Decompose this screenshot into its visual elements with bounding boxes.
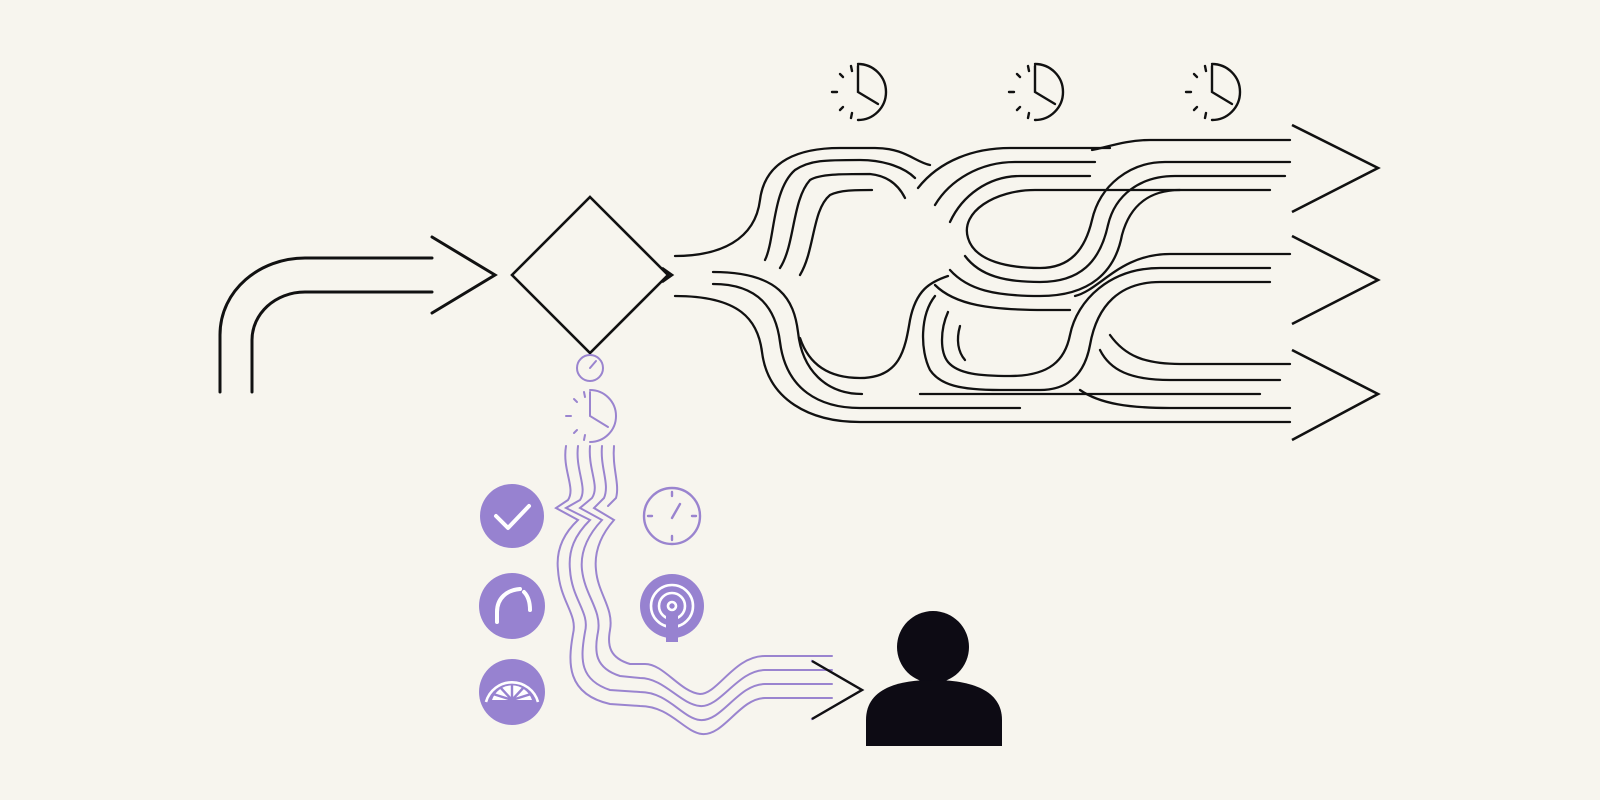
clock-icon bbox=[576, 354, 604, 382]
lane-line bbox=[956, 324, 967, 362]
lane-line bbox=[933, 160, 1097, 207]
lane-line bbox=[933, 283, 1072, 312]
clock-icon bbox=[1210, 62, 1242, 122]
stopwatch-ticks bbox=[646, 490, 698, 542]
lane-line bbox=[798, 188, 874, 277]
signal-icon bbox=[640, 574, 704, 642]
small-clock bbox=[576, 354, 604, 382]
timers bbox=[830, 62, 1242, 122]
lane-line bbox=[673, 146, 932, 258]
signal-cut bbox=[666, 616, 678, 642]
lane-line bbox=[1098, 348, 1282, 382]
clock-hand bbox=[1210, 64, 1234, 106]
arc-glyph bbox=[495, 587, 522, 624]
clock-icon bbox=[856, 62, 888, 122]
lane-line bbox=[963, 174, 1287, 284]
lane-line bbox=[948, 174, 1092, 224]
entry-arrow-head bbox=[430, 235, 498, 315]
output-arrow-3 bbox=[1291, 348, 1381, 442]
output-arrows bbox=[1291, 123, 1381, 442]
person-head bbox=[897, 611, 969, 683]
stopwatch-hand bbox=[670, 502, 682, 520]
output-arrow-2 bbox=[1291, 234, 1381, 326]
stopwatch-icon bbox=[642, 486, 702, 546]
status-icons bbox=[479, 484, 704, 725]
clock-hand bbox=[589, 391, 609, 428]
lane-line bbox=[916, 146, 1112, 190]
clock-ticks bbox=[830, 64, 854, 120]
braided-lanes bbox=[673, 138, 1292, 424]
person-body bbox=[866, 680, 1002, 746]
lane-line bbox=[1073, 252, 1292, 298]
entry-arrow-outer-line bbox=[218, 256, 434, 394]
branch-line bbox=[554, 445, 833, 736]
lane-line bbox=[711, 270, 864, 396]
check-mark bbox=[494, 504, 531, 530]
gauge-spokes bbox=[492, 679, 532, 702]
branch-line bbox=[607, 445, 619, 507]
lane-line bbox=[921, 280, 1272, 392]
branch-line bbox=[578, 445, 833, 708]
clock-hand bbox=[856, 64, 880, 106]
clock-icon bbox=[589, 389, 617, 443]
clock-hand bbox=[1033, 64, 1057, 106]
lane-line bbox=[965, 160, 1292, 270]
decision-diamond bbox=[510, 195, 675, 355]
timer-3 bbox=[1184, 62, 1242, 122]
branch-arrow-head-dark bbox=[811, 659, 865, 721]
stopwatch-ring bbox=[642, 486, 702, 546]
lane-line bbox=[1090, 138, 1292, 152]
signal-dot bbox=[666, 600, 678, 612]
person-icon bbox=[866, 611, 1002, 746]
entry-arrow-inner-line bbox=[250, 290, 434, 394]
check-icon bbox=[480, 484, 544, 548]
branch-line bbox=[592, 445, 833, 696]
lane-line bbox=[1108, 333, 1292, 366]
lane-line bbox=[763, 158, 917, 262]
branch-arrow-head-outline bbox=[811, 659, 865, 721]
signal-icon-bg bbox=[640, 574, 704, 638]
large-clock bbox=[565, 389, 617, 443]
gauge-outer bbox=[484, 681, 540, 703]
clock-ticks bbox=[565, 391, 586, 441]
lane-line bbox=[673, 294, 1292, 424]
diamond-exit-arrow bbox=[661, 266, 675, 284]
branch-line bbox=[563, 445, 833, 722]
entry-arrow bbox=[218, 235, 498, 394]
clock-ticks bbox=[1007, 64, 1031, 120]
side-branch-clocks bbox=[565, 354, 617, 443]
arc-icon-bg bbox=[479, 573, 545, 639]
gauge-icon bbox=[479, 659, 545, 725]
check-icon-bg bbox=[480, 484, 544, 548]
lane-line bbox=[711, 282, 1022, 410]
timer-2 bbox=[1007, 62, 1065, 122]
timer-1 bbox=[830, 62, 888, 122]
lane-line bbox=[798, 274, 950, 380]
diamond-shape bbox=[510, 195, 670, 355]
clock-hand bbox=[589, 360, 597, 369]
arc-icon bbox=[479, 573, 545, 639]
lane-line bbox=[940, 266, 1272, 378]
clock-icon bbox=[1033, 62, 1065, 122]
lane-line bbox=[778, 172, 907, 270]
output-arrow-1 bbox=[1291, 123, 1381, 214]
clock-ticks bbox=[1184, 64, 1208, 120]
lane-line bbox=[948, 188, 1182, 298]
arc-glyph-tail bbox=[522, 590, 532, 612]
